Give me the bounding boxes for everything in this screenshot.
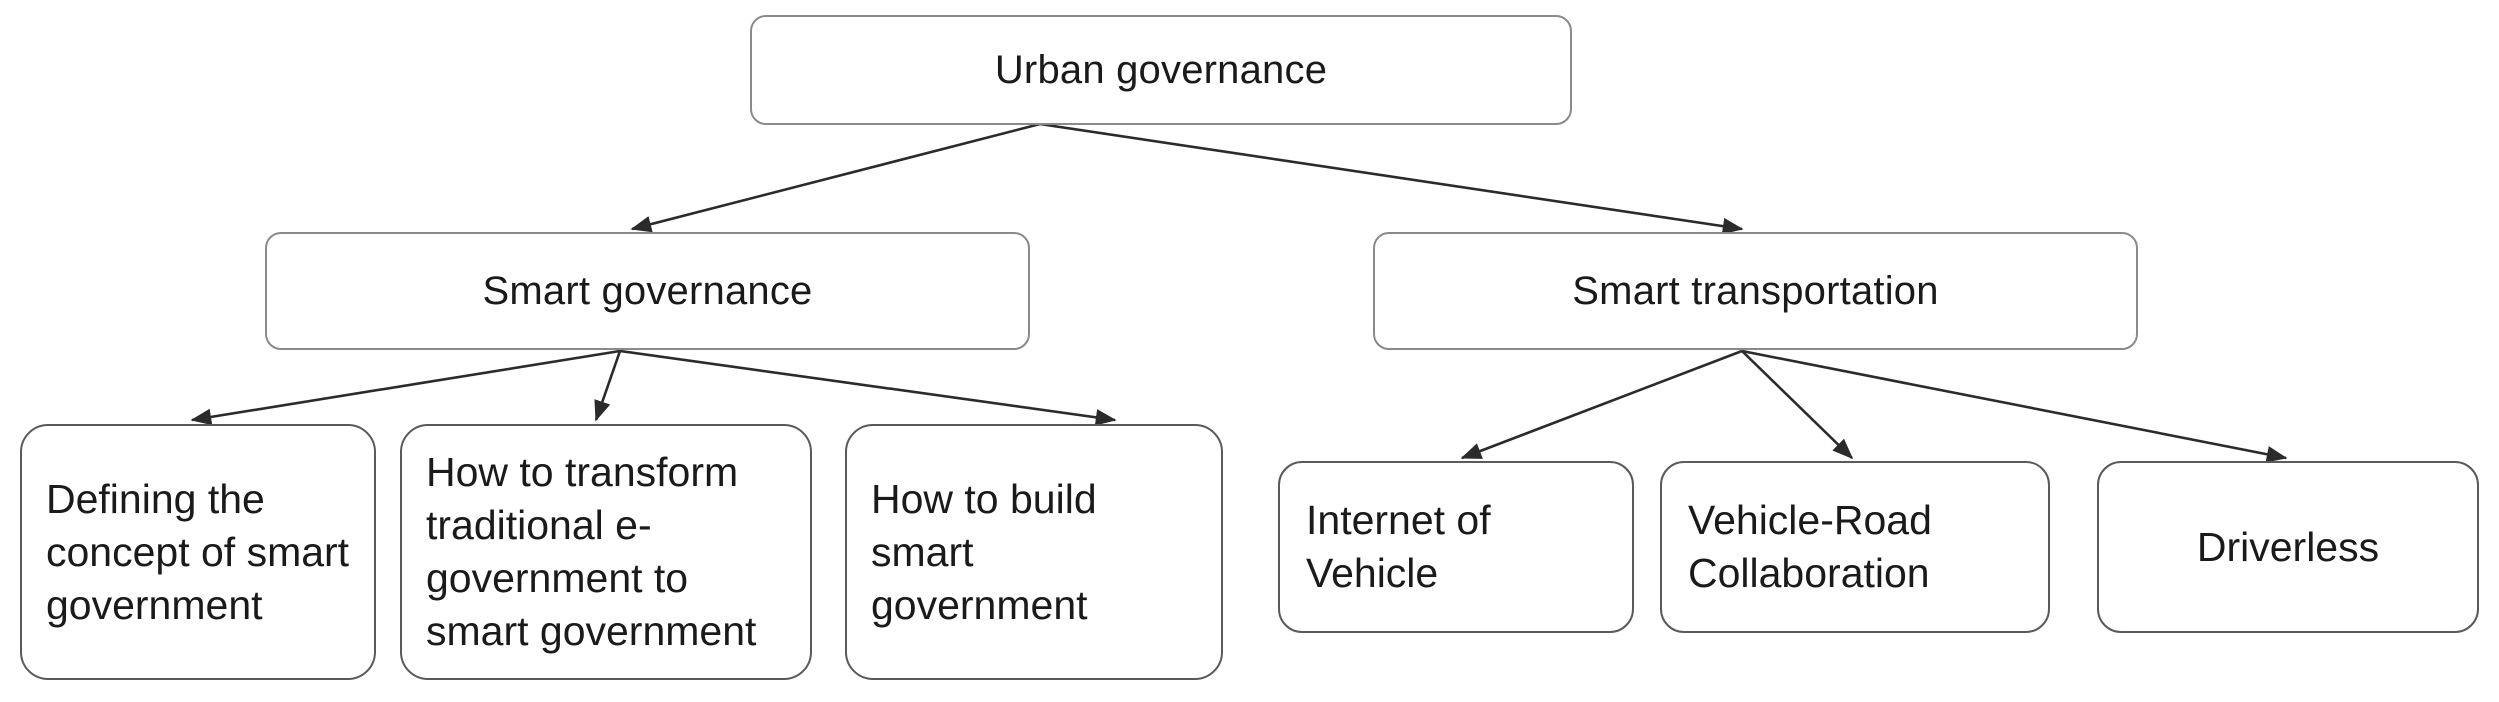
node-internet-of-vehicle[interactable]: Internet of Vehicle [1278,461,1634,633]
node-label: Smart governance [482,268,813,313]
node-label: Urban governance [994,47,1328,92]
edge-smart-governance-to-build-smart-gov [619,349,1117,426]
node-defining-concept-of-smart-government[interactable]: Defining the concept of smart government [20,424,376,680]
node-label: How to build smart government [871,475,1097,628]
edge-root-to-smart-governance [630,122,1041,233]
node-smart-transportation[interactable]: Smart transportation [1373,232,2138,350]
node-smart-governance[interactable]: Smart governance [265,232,1030,350]
edge-smart-transportation-to-internet-of-vehicle [1460,349,1743,460]
node-vehicle-road-collaboration[interactable]: Vehicle-Road Collaboration [1660,461,2050,633]
edge-smart-transportation-to-vehicle-road [1741,350,1854,460]
node-label: Driverless [2196,523,2380,570]
edge-root-to-smart-transportation [1039,122,1744,235]
node-label: Internet of Vehicle [1306,497,1491,596]
edge-smart-transportation-to-driverless [1741,349,2288,463]
edge-smart-governance-to-transform-egov [594,350,622,422]
node-driverless[interactable]: Driverless [2097,461,2479,633]
node-label: Smart transportation [1572,268,1939,313]
node-transform-traditional-e-government[interactable]: How to transform traditional e-governmen… [400,424,812,680]
node-label: Vehicle-Road Collaboration [1688,497,1932,596]
node-how-to-build-smart-government[interactable]: How to build smart government [845,424,1223,680]
node-urban-governance[interactable]: Urban governance [750,15,1572,125]
node-label: Defining the concept of smart government [46,475,350,628]
edge-smart-governance-to-defining-concept [190,349,621,426]
node-label: How to transform traditional e-governmen… [426,449,757,654]
